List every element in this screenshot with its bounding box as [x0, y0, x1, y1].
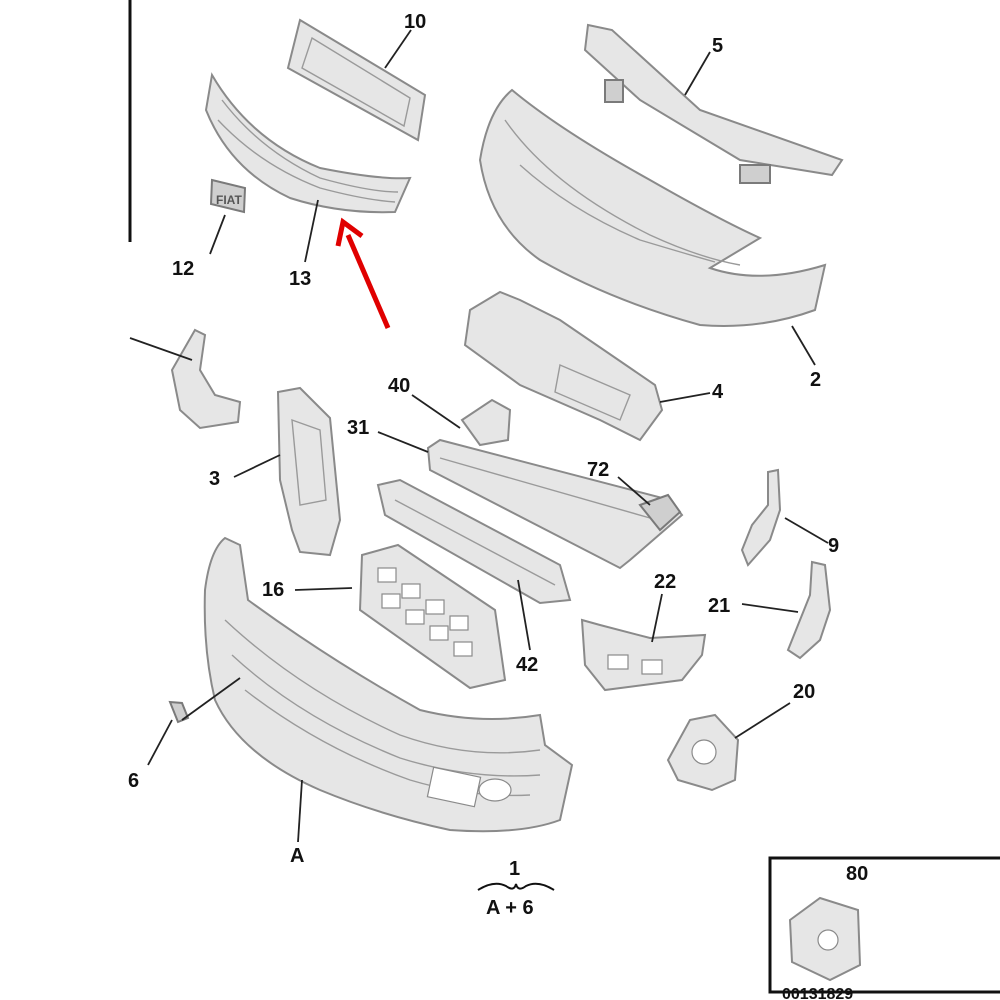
callout-A: A [290, 845, 304, 867]
part-72-beam-end [638, 493, 682, 532]
callout-4: 4 [712, 381, 724, 403]
part-6-clip [168, 700, 190, 724]
part-12-badge: FIAT [209, 178, 247, 214]
callout-21: 21 [708, 595, 730, 617]
part-4-lower-bracket [463, 290, 664, 442]
highlight-arrow [335, 217, 391, 329]
callout-40: 40 [388, 375, 410, 397]
assembly-formula-text: A + 6 [486, 897, 534, 919]
part-31-bumper-beam [426, 438, 684, 570]
leader-lines [129, 29, 829, 843]
callout-16: 16 [262, 579, 284, 601]
callout-6: 6 [128, 770, 139, 792]
part-3-side-support [276, 386, 342, 557]
callout-12: 12 [172, 258, 194, 280]
callout-10: 10 [404, 11, 426, 33]
callout-20: 20 [793, 681, 815, 703]
part-20-fog-lamp-bracket [666, 713, 740, 792]
callout-5: 5 [712, 35, 723, 57]
callout-9: 9 [828, 535, 839, 557]
assembly-formula: A + 6 [477, 882, 555, 919]
reference-code: 00131829 [782, 986, 853, 1000]
part-16-grille-insert [358, 543, 507, 690]
callout-2: 2 [810, 369, 821, 391]
part-A-lower-bumper [203, 536, 574, 833]
callout-42: 42 [516, 654, 538, 676]
callout-labels: 10 5 12 13 2 4 40 31 3 72 9 16 22 21 42 … [128, 11, 839, 880]
part-22-lower-side-bracket [580, 618, 707, 692]
callout-13: 13 [289, 268, 311, 290]
part-5-upper-crossmember [583, 23, 844, 184]
callout-3: 3 [209, 468, 220, 490]
callout-80: 80 [846, 863, 868, 885]
callout-22: 22 [654, 571, 676, 593]
badge-text: FIAT [216, 193, 242, 207]
inset-box-80: 80 00131829 [768, 856, 1000, 1000]
part-2-upper-bumper [478, 88, 827, 327]
part-40-absorber [460, 398, 512, 447]
part-42-lower-absorber [376, 478, 572, 605]
part-13-upper-grille [204, 72, 412, 214]
callout-72: 72 [587, 459, 609, 481]
callout-1: 1 [509, 858, 520, 880]
left-side-bracket [170, 328, 242, 430]
part-9-right-bracket [740, 468, 782, 567]
part-21-right-side-bracket [786, 560, 832, 660]
callout-31: 31 [347, 417, 369, 439]
part-10-plate-holder [286, 18, 427, 142]
